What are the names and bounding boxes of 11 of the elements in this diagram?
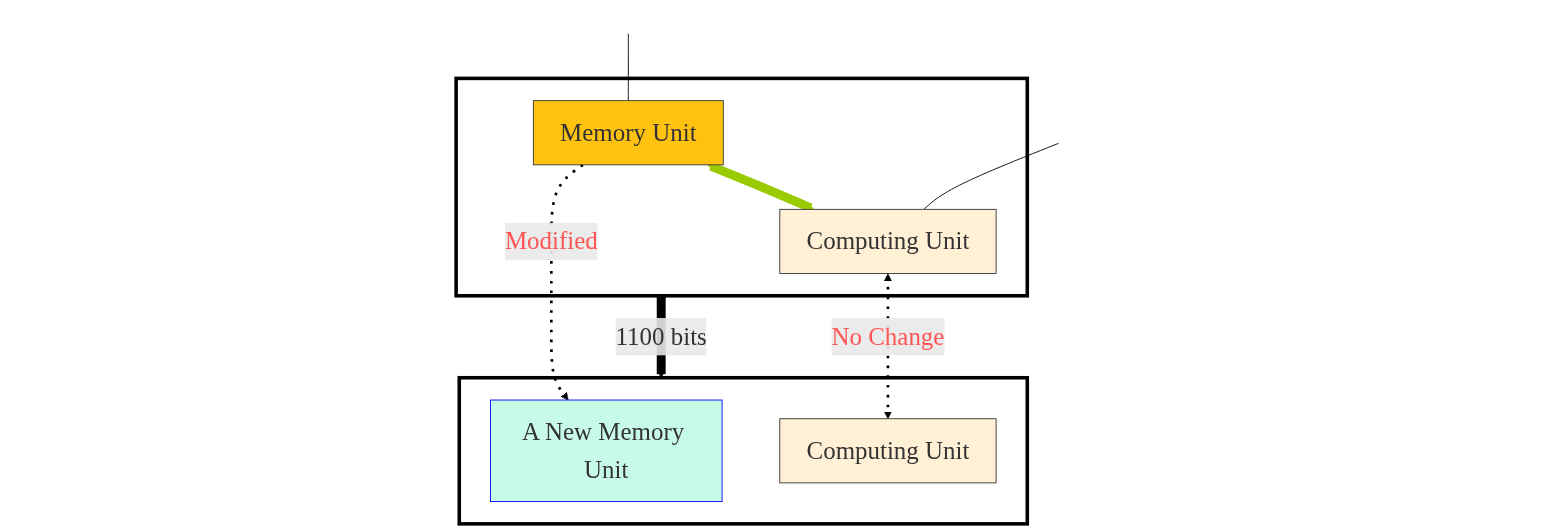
cluster	[454, 76, 1030, 298]
edge-label: Modified	[504, 227, 598, 255]
node-box: Memory Unit	[532, 100, 724, 166]
connector	[627, 33, 629, 102]
edge-label: 1100 bits	[615, 322, 707, 351]
node-box: Computing Unit	[779, 208, 997, 274]
node-box: A New Memory Unit	[489, 399, 723, 503]
cluster	[457, 375, 1030, 526]
edge-label: No Change	[831, 322, 945, 351]
connector	[923, 142, 1059, 210]
node-box: Computing Unit	[779, 418, 997, 484]
